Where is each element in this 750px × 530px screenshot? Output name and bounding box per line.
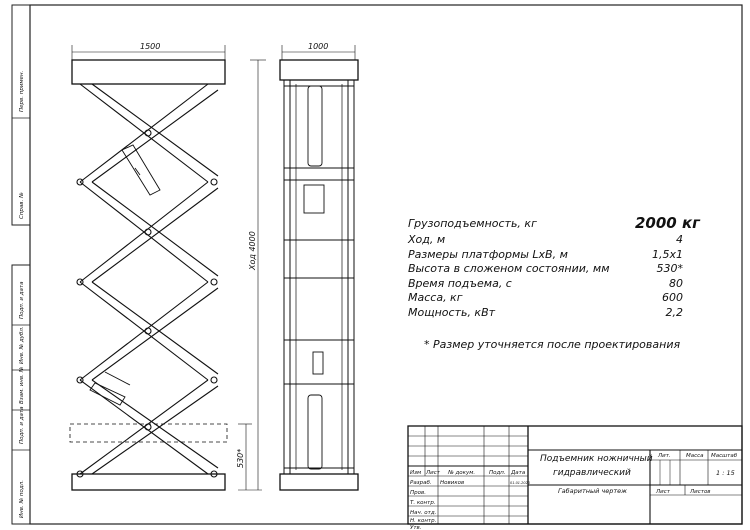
stamp-label: Подп. и дата [19,406,25,444]
stamp-label: Справ. № [19,192,25,219]
title-block [407,425,743,525]
pivot-pin [144,129,152,137]
stamp-label: Перв. примен. [19,70,25,112]
tb-hdr-date: Дата [510,470,526,476]
spec-value: 2,2 [665,305,684,319]
dim-folded: 530* [236,449,245,468]
scissor-arm [79,83,219,183]
spec-value: 1,5x1 [651,247,683,261]
stamp-box [11,4,31,226]
pivot-pin [144,327,152,335]
tb-role-1: Пров. [410,490,426,496]
tb-date-0: 01.01.2020 [510,481,531,485]
tb-sheets-label: Листов [689,489,711,495]
dim-travel: Ход 4000 [248,231,257,271]
tb-product-2: гидравлический [553,468,631,478]
spec-row: Размеры платформы LxB, м 1,5x1 [408,248,708,263]
scissor-arm [79,281,219,381]
tb-mass-label: Масса [686,453,704,459]
spec-label: Высота в сложеном состоянии, мм [408,262,610,276]
side-view [279,45,359,491]
scissor-arm [79,83,219,183]
spec-label: Размеры платформы LxB, м [408,247,568,261]
spec-value: 530* [656,262,684,276]
stamp-label: Инв. № дубл. [19,326,25,364]
pivot-pin [144,423,152,431]
tb-role-3: Нач. отд. [410,510,437,516]
spec-row: Ход, м 4 [408,233,708,248]
spec-value: 80 [669,276,683,290]
spec-row: Грузоподъемность, кг 2000 кг [408,214,708,233]
spec-row: Мощность, кВт 2,2 [408,306,708,321]
tb-role-4: Н. контр. [410,518,437,524]
pivot-pin [210,470,218,478]
spec-row: Высота в сложеном состоянии, мм 530* [408,262,708,277]
spec-row: Время подъема, с 80 [408,277,708,292]
tb-scale-label: Масштаб [711,453,738,459]
spec-label: Мощность, кВт [408,305,496,319]
spec-note: * Размер уточняется после проектирования [424,338,681,351]
spec-value: 4 [676,233,683,246]
scissor-arm [79,281,219,381]
tb-name-0: Новиков [440,480,464,486]
spec-value: 600 [662,291,683,305]
tb-doc-type: Габаритный чертеж [558,487,627,495]
spec-label: Масса, кг [408,291,463,305]
pivot-pin [76,376,84,384]
tb-role-0: Разраб. [410,480,432,486]
dim-width-left: 1500 [140,42,160,51]
spec-label: Время подъема, с [408,276,512,290]
pivot-pin [76,470,84,478]
tb-hdr-sign: Подп. [489,470,506,476]
scissor-arm [79,379,219,475]
tb-hdr-izm: Изм [410,470,421,476]
scissor-arm [79,379,219,475]
tb-scale-value: 1 : 15 [716,469,735,477]
tb-hdr-list: Лист [425,470,441,476]
pivot-pin [76,178,84,186]
spec-table: Грузоподъемность, кг 2000 кг Ход, м 4 Ра… [408,214,708,321]
tb-product-1: Подъемник ножничный [540,454,653,464]
tb-lit-label: Лит. [657,453,671,459]
pivot-pin [210,376,218,384]
scissor-arm [79,181,219,283]
spec-row: Масса, кг 600 [408,291,708,306]
dim-width-right: 1000 [308,42,328,51]
stamp-label: Инв. № подл. [19,480,25,518]
pivot-pin [210,178,218,186]
tb-sheet-label: Лист [655,489,671,495]
pivot-pin [76,278,84,286]
tb-role-2: Т. контр. [410,500,436,506]
spec-label: Грузоподъемность, кг [408,217,537,230]
scissor-arm [79,181,219,283]
spec-label: Ход, м [408,233,446,246]
pivot-pin [144,228,152,236]
spec-value: 2000 кг [635,214,700,232]
title-block-text: Изм Лист № докум. Подп. Дата Разраб. Нов… [410,453,738,530]
tb-hdr-doc: № докум. [447,470,475,476]
pivot-pin [210,278,218,286]
stamp-label: Взам. инв. № [19,366,25,404]
front-view [69,45,266,491]
stamp-label: Подп. и дата [19,281,25,319]
tb-role-5: Утв. [410,525,422,530]
